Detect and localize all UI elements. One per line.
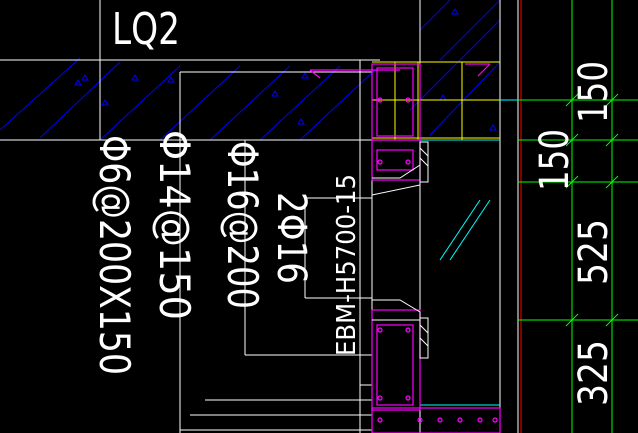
horizontal-bar-label: Φ14@150 bbox=[150, 130, 199, 320]
cyan-lines bbox=[420, 99, 525, 406]
stirrup-label: Φ6@200X150 bbox=[90, 135, 139, 375]
wall-label: LQ2 bbox=[112, 4, 180, 55]
embed-brackets bbox=[371, 141, 429, 359]
vertical-bar-label: Φ16@200 bbox=[218, 141, 267, 309]
beam-bar-label: 2Φ16 bbox=[268, 192, 314, 284]
rebar-cages bbox=[309, 63, 501, 433]
dimension-label-top: 150 bbox=[571, 61, 617, 123]
embed-plate-label: EBM-H5700-15 bbox=[332, 174, 362, 356]
dimension-lines bbox=[518, 0, 638, 433]
aux-lines bbox=[372, 61, 500, 140]
dimension-label-525: 525 bbox=[571, 219, 617, 285]
dimension-label-325: 325 bbox=[571, 340, 617, 406]
dimension-label-mid: 150 bbox=[532, 129, 578, 191]
wall-hatch-band bbox=[0, 0, 501, 141]
